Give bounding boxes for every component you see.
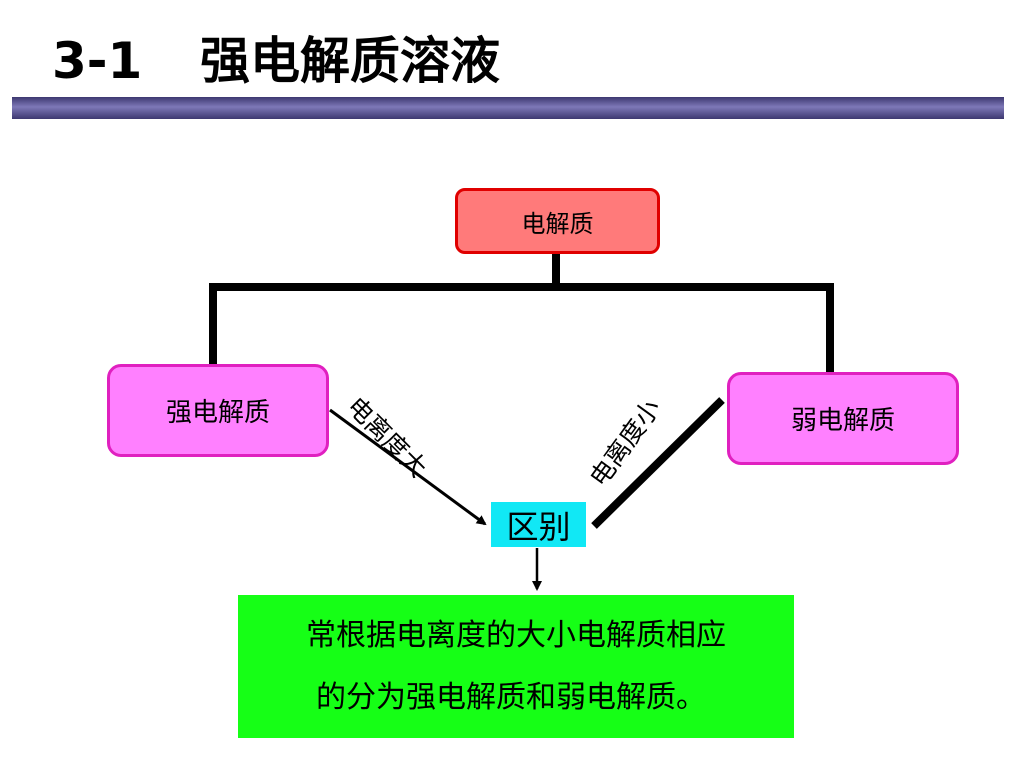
- line-weak-to-difference: [591, 397, 725, 529]
- section-number: 3-1: [52, 32, 143, 90]
- node-electrolyte: 电解质: [455, 188, 660, 254]
- conclusion-line-2: 的分为强电解质和弱电解质。: [316, 679, 706, 715]
- node-difference: 区别: [491, 502, 586, 547]
- node-strong-electrolyte: 强电解质: [107, 364, 329, 457]
- conclusion-line-1: 常根据电离度的大小电解质相应: [306, 617, 726, 653]
- node-weak-electrolyte: 弱电解质: [727, 372, 959, 465]
- page-title: 3-1 强电解质溶液: [52, 26, 500, 96]
- conclusion-box: 常根据电离度的大小电解质相应 的分为强电解质和弱电解质。: [238, 595, 794, 738]
- section-title: 强电解质溶液: [200, 32, 500, 90]
- arrow-strong-to-difference: [329, 408, 487, 526]
- title-underline: [12, 97, 1004, 119]
- connector-bracket: [209, 283, 834, 375]
